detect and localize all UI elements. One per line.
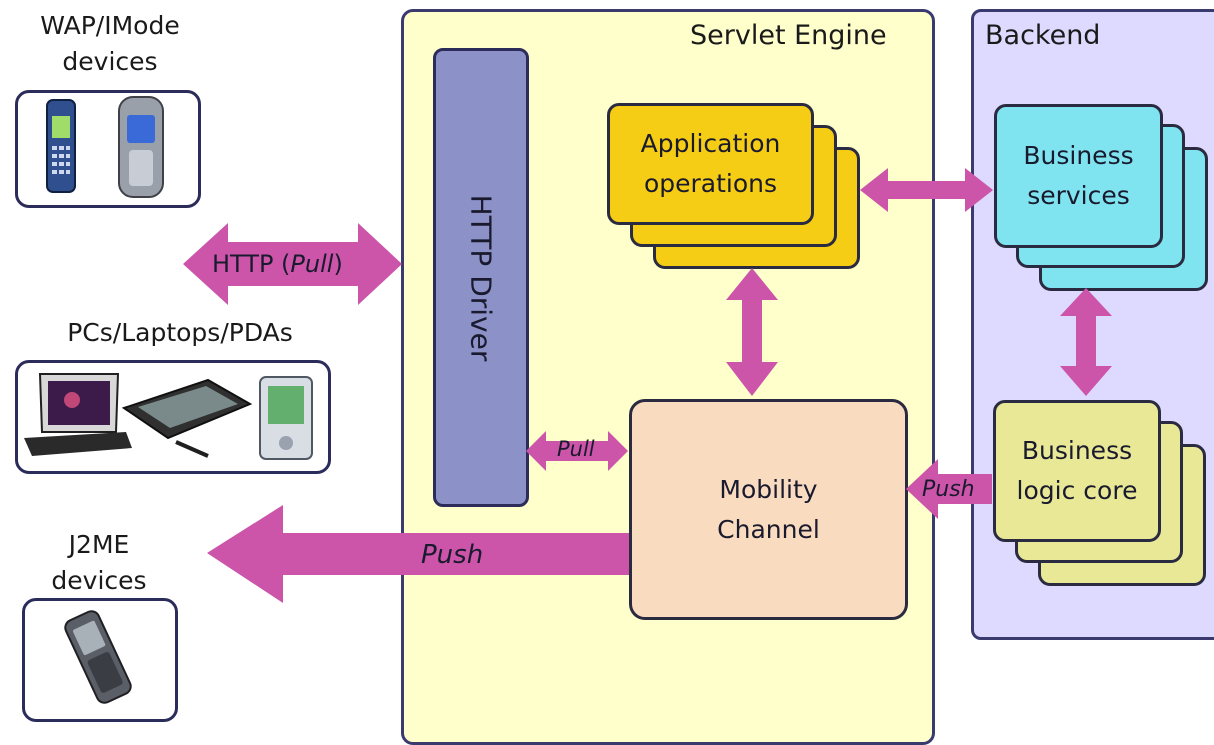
business-logic-core-line1: Business <box>1021 436 1133 465</box>
j2me-label-line1: J2ME <box>68 530 130 559</box>
application-operations-line1: Application <box>640 129 781 158</box>
mobility-channel-label: Mobility Channel <box>632 470 905 550</box>
business-logic-core-box: Business logic core <box>993 400 1161 542</box>
push-backend-label: Push <box>922 477 975 502</box>
business-logic-core-label: Business logic core <box>996 431 1158 511</box>
business-services-line1: Business <box>1023 141 1134 170</box>
mobility-channel-box: Mobility Channel <box>629 399 908 620</box>
wap-label-line2: devices <box>62 47 158 76</box>
servlet-engine-title: Servlet Engine <box>690 20 887 51</box>
http-pull-italic: Pull <box>290 250 334 278</box>
business-logic-core-line2: logic core <box>1016 476 1138 505</box>
application-operations-label: Application operations <box>610 124 811 204</box>
mobile-phone-icon <box>46 99 76 193</box>
pda-icon <box>259 376 313 460</box>
laptop-icon <box>24 373 132 456</box>
pull-label: Pull <box>557 437 595 461</box>
pcs-label: PCs/Laptops/PDAs <box>67 318 293 347</box>
push-j2me-arrow <box>207 505 629 603</box>
mobile-phone-icon-2 <box>118 96 164 198</box>
application-operations-line2: operations <box>643 169 778 198</box>
application-operations-box: Application operations <box>607 103 814 225</box>
http-pull-label: HTTP (Pull) <box>212 250 343 278</box>
diagram-graphics <box>24 96 1112 704</box>
http-pull-prefix: HTTP ( <box>212 250 291 278</box>
business-services-box: Business services <box>994 104 1163 248</box>
app-business-arrow <box>860 168 993 212</box>
http-driver-box: HTTP Driver <box>433 48 529 507</box>
app-mobility-arrow <box>726 268 778 396</box>
mobility-channel-line2: Channel <box>717 514 820 544</box>
business-services-line2: services <box>1027 181 1130 210</box>
business-services-label: Business services <box>997 136 1160 216</box>
backend-title: Backend <box>985 20 1101 51</box>
j2me-devices-label: J2ME devices <box>0 527 199 599</box>
push-j2me-label: Push <box>421 540 484 570</box>
pull-arrow <box>526 431 628 471</box>
services-core-arrow <box>1060 288 1112 396</box>
mobility-channel-line1: Mobility <box>719 474 818 504</box>
wap-label-line1: WAP/IMode <box>40 11 180 40</box>
wap-devices-label: WAP/IMode devices <box>10 8 210 80</box>
http-pull-arrow <box>183 223 402 305</box>
http-pull-suffix: ) <box>333 250 343 278</box>
push-backend-arrow <box>906 459 992 519</box>
j2me-label-line2: devices <box>51 566 147 595</box>
j2me-phone-icon <box>64 610 132 704</box>
tablet-icon <box>121 378 253 458</box>
